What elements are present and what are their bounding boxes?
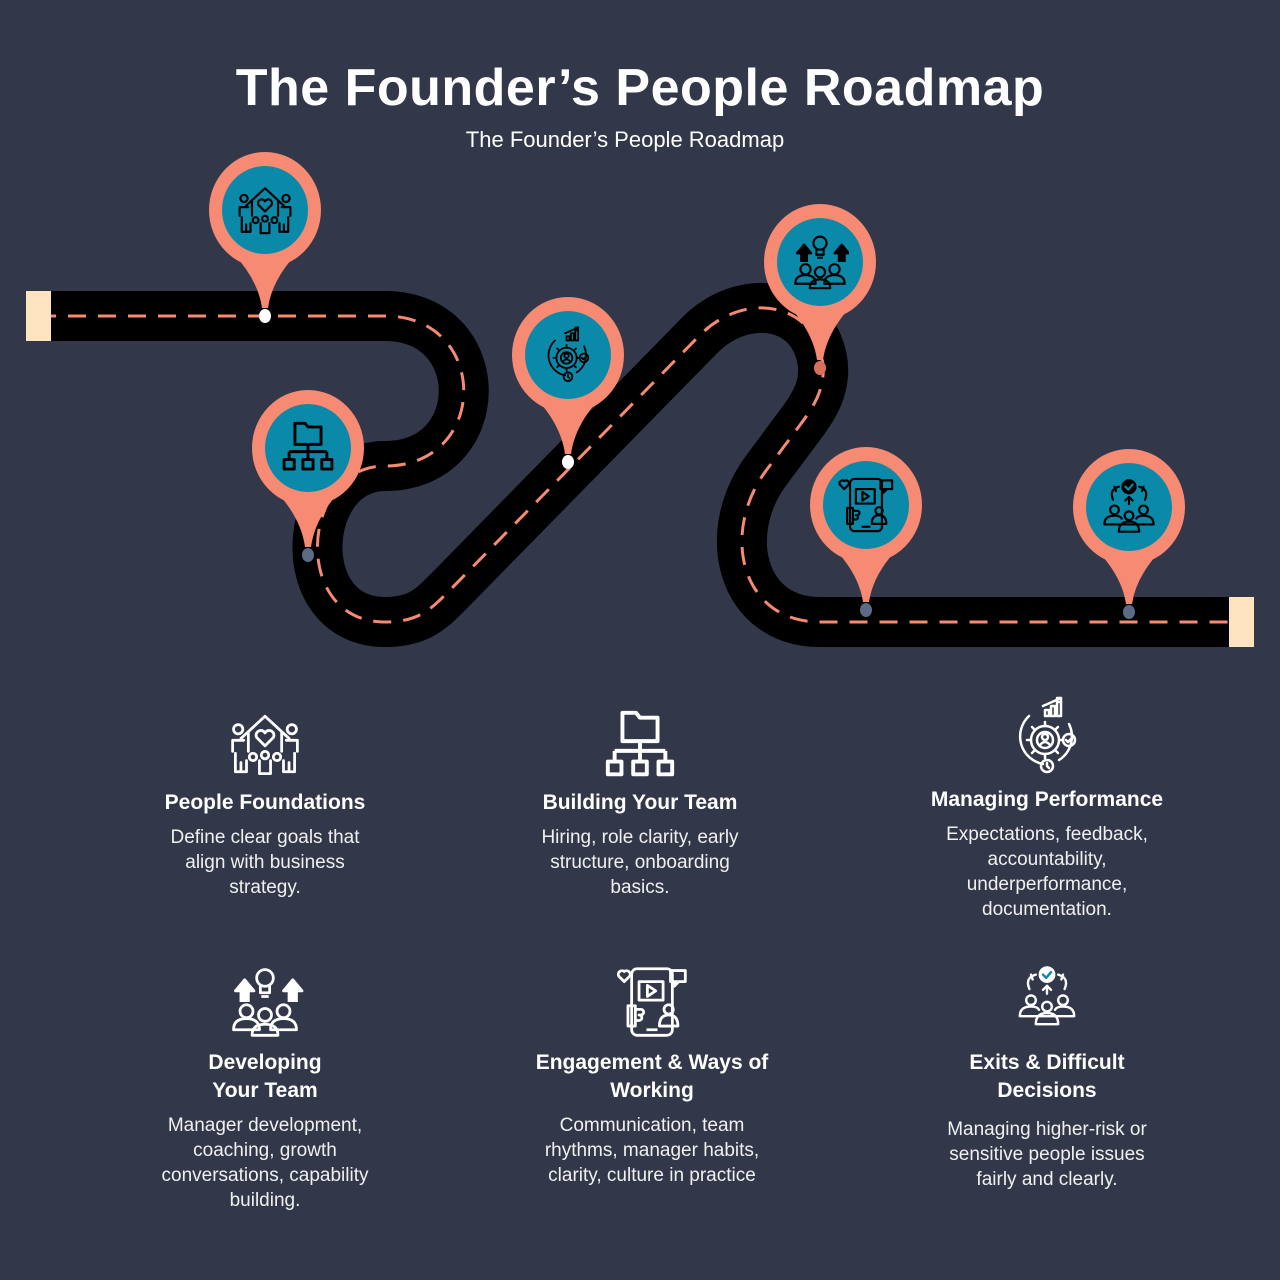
pin-dot	[302, 548, 314, 562]
pin-dot	[562, 455, 574, 469]
stage-card-exits: Exits & Difficult Decisions Managing hig…	[897, 965, 1197, 1192]
stage-description: Expectations, feedback, accountability, …	[946, 824, 1148, 920]
page-title: The Founder’s People Roadmap	[235, 59, 1045, 117]
stage-card-building-your-team: Building Your Team Hiring, role clarity,…	[490, 707, 790, 900]
stage-title: Exits & Difficult Decisions	[969, 1051, 1125, 1102]
stage-title: Engagement & Ways of Working	[535, 1051, 769, 1102]
pin-inner	[777, 218, 863, 306]
map-pin-2	[252, 390, 364, 562]
pin-dot	[860, 603, 872, 617]
stage-description: Define clear goals that align with busin…	[170, 827, 360, 898]
stage-description: Communication, team rhythms, manager hab…	[544, 1115, 760, 1186]
team-growth-icon	[226, 965, 304, 1039]
map-pin-3	[512, 297, 624, 469]
stage-card-engagement: Engagement & Ways of Working Communicati…	[502, 965, 802, 1188]
org-chart-folder-icon	[600, 707, 680, 785]
stage-description: Hiring, role clarity, early structure, o…	[541, 827, 739, 898]
stage-card-people-foundations: People Foundations Define clear goals th…	[115, 707, 415, 900]
stage-description: Managing higher-risk or sensitive people…	[947, 1119, 1147, 1190]
stage-title: People Foundations	[164, 791, 366, 814]
pin-inner	[1086, 463, 1172, 551]
pin-dot	[814, 361, 826, 375]
stage-title: Developing Your Team	[208, 1051, 322, 1102]
map-pin-6	[1073, 449, 1185, 619]
pin-dot	[259, 309, 271, 323]
pin-inner	[823, 461, 909, 549]
stage-description: Manager development, coaching, growth co…	[161, 1115, 369, 1211]
stage-card-managing-performance: Managing Performance Expectations, feedb…	[897, 690, 1197, 922]
stage-title: Building Your Team	[542, 791, 738, 814]
map-pin-1	[209, 152, 321, 323]
stage-card-developing-your-team: Developing Your Team Manager development…	[115, 965, 415, 1213]
road-surface	[38, 282, 1240, 648]
road-start	[26, 291, 51, 341]
family-home-icon	[225, 707, 305, 781]
stage-title: Managing Performance	[930, 788, 1164, 811]
engagement-icon	[613, 965, 691, 1039]
roadmap-road	[26, 152, 1254, 648]
page-subtitle: The Founder’s People Roadmap	[465, 127, 785, 152]
road-end	[1229, 597, 1254, 647]
map-pin-4	[764, 204, 876, 375]
exit-decision-icon	[1012, 965, 1082, 1029]
road-center-line	[38, 306, 1240, 624]
pin-dot	[1123, 605, 1135, 619]
map-pin-5	[810, 447, 922, 617]
gear-performance-icon	[1007, 690, 1087, 782]
